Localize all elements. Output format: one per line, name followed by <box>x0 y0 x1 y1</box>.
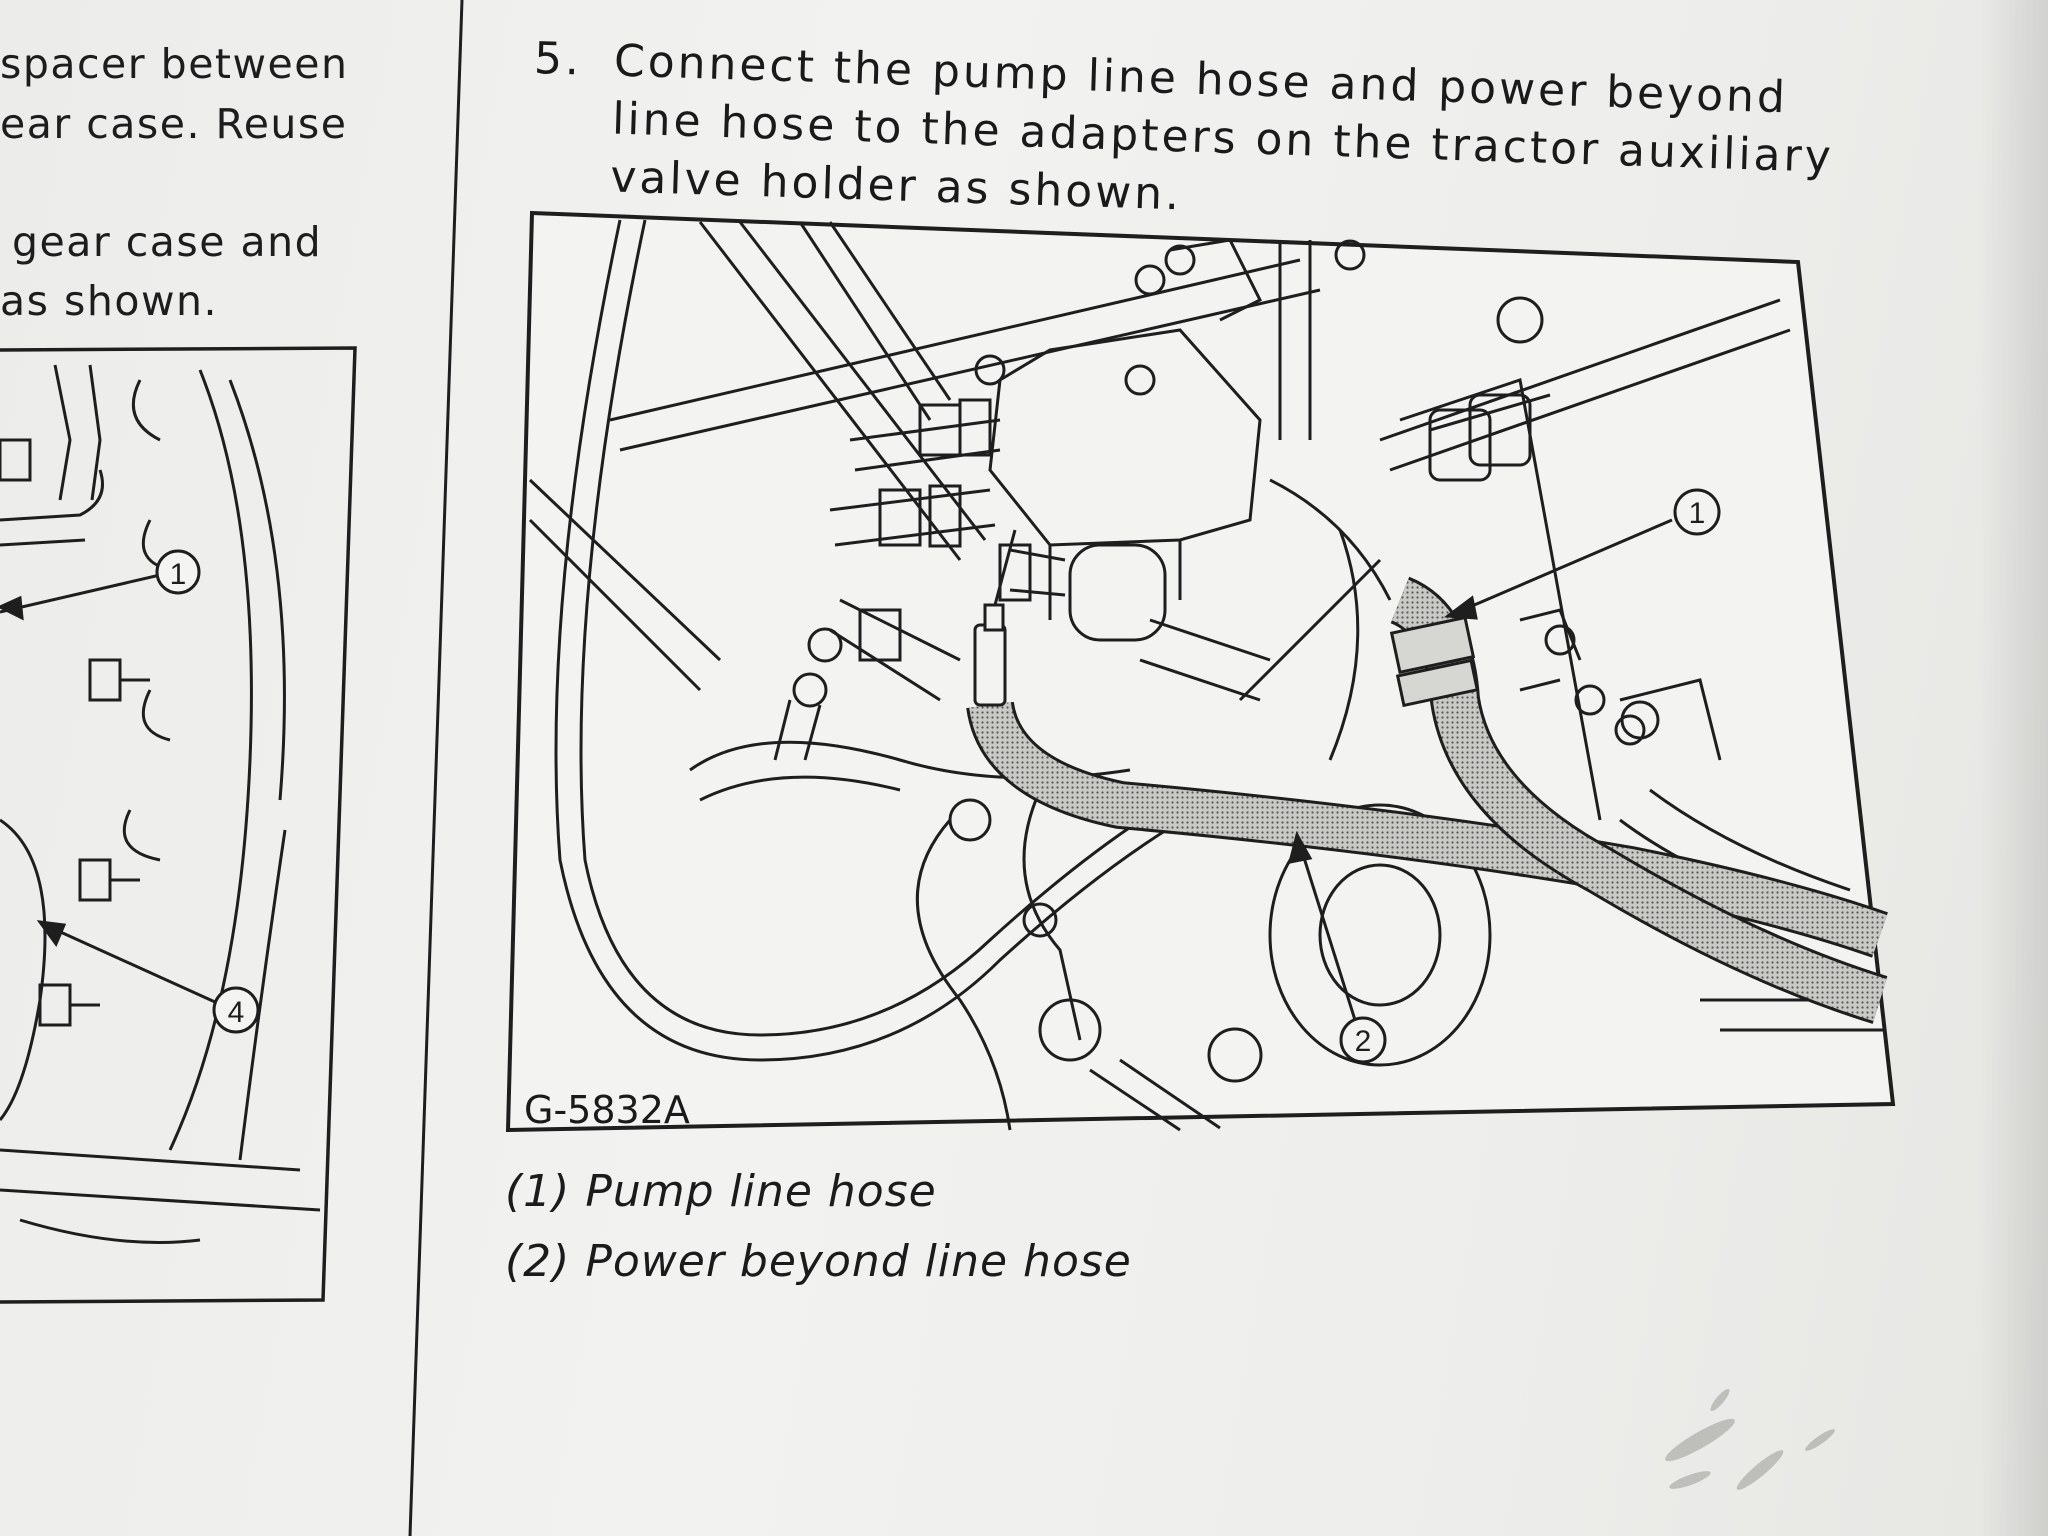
figure-callout-2: 2 <box>1355 1025 1372 1058</box>
left-callout-4: 4 <box>228 996 245 1029</box>
left-text-line-4: as shown. <box>0 277 218 325</box>
legend-item-1: (1) Pump line hose <box>505 1166 937 1217</box>
figure-code: G-5832A <box>524 1088 690 1132</box>
figure-callout-1: 1 <box>1689 497 1706 530</box>
legend-item-2: (2) Power beyond line hose <box>505 1236 1132 1287</box>
figure-frame <box>505 210 1896 1133</box>
left-text-line-2: ear case. Reuse <box>0 100 348 148</box>
left-text-line-3: gear case and <box>12 218 323 266</box>
page-edge-shadow <box>1978 0 2048 1536</box>
left-text-line-1: spacer between <box>0 40 349 88</box>
left-callout-1: 1 <box>170 558 187 591</box>
